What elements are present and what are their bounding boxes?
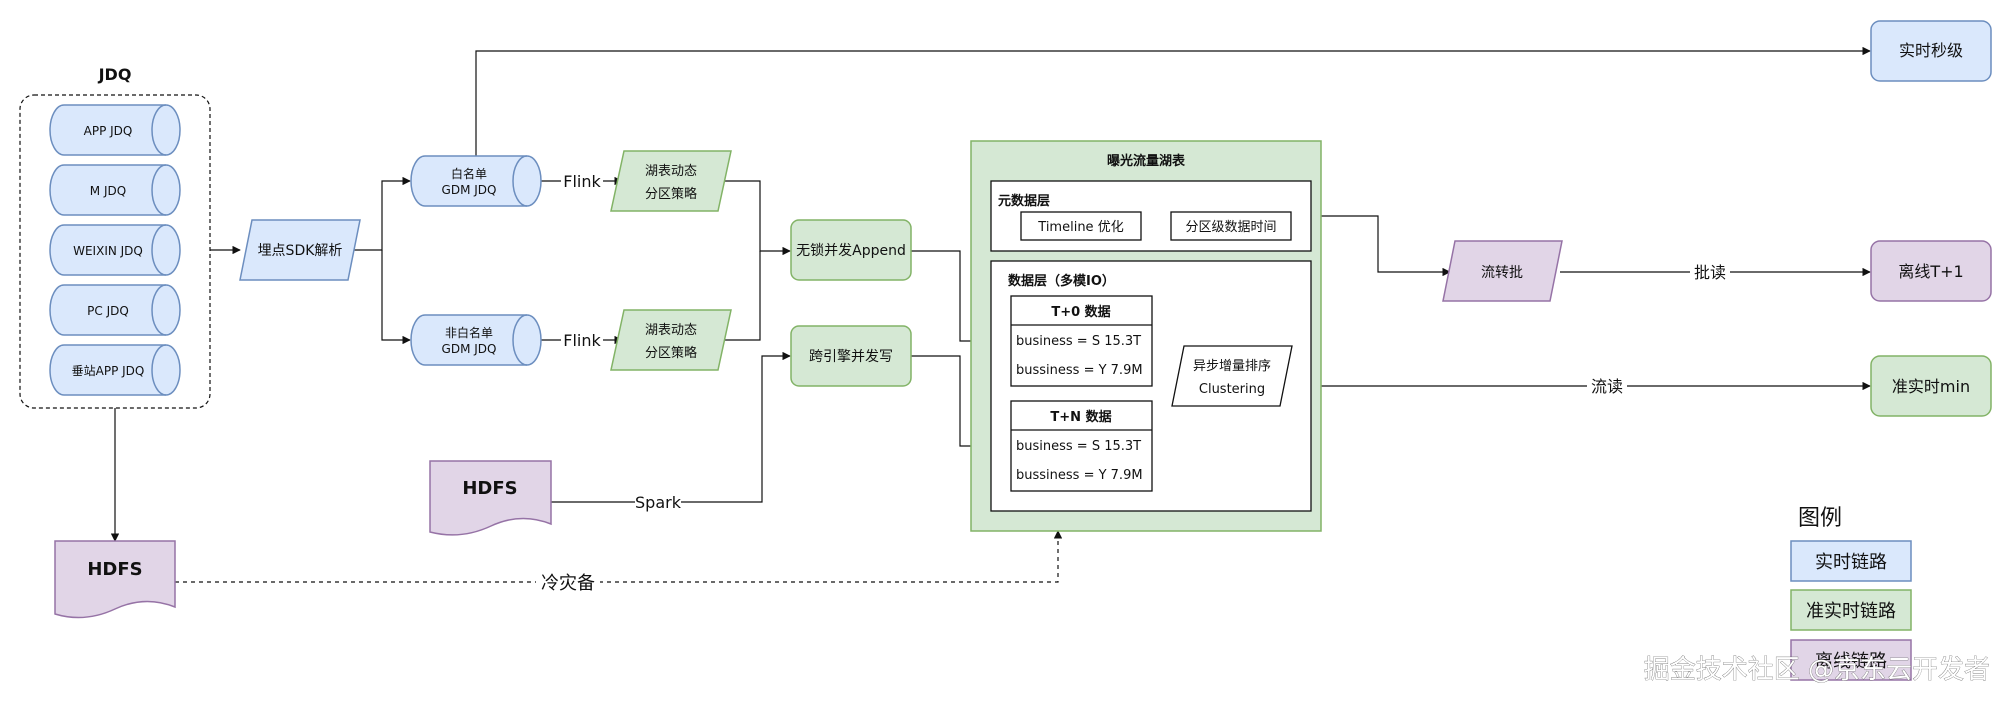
stream-to-batch-label: 流转批 bbox=[1481, 265, 1523, 281]
sdk-parse-label: 埋点SDK解析 bbox=[258, 243, 343, 259]
t0-row2: bussiness = Y 7.9M bbox=[1016, 363, 1143, 378]
partition-strategy-top-node: 湖表动态 分区策略 bbox=[610, 150, 732, 212]
tn-title: T+N 数据 bbox=[1050, 409, 1111, 425]
edge-whitelist-to-realtime bbox=[475, 46, 1871, 156]
edge-labels: Flink Flink Spark 冷灾备 批读 流读 bbox=[536, 170, 1730, 594]
label-batch-read: 批读 bbox=[1694, 263, 1726, 282]
label-stream-read: 流读 bbox=[1591, 377, 1623, 396]
jdq-cylinders: APP JDQ M JDQ WEIXIN JDQ PC JDQ 垂站APP JDQ bbox=[49, 104, 181, 396]
non-whitelist-cylinder: 非白名单 GDM JDQ bbox=[410, 314, 542, 366]
partition-bottom-line2: 分区策略 bbox=[645, 345, 697, 361]
lockfree-append-label: 无锁并发Append bbox=[796, 243, 906, 259]
timeline-label: Timeline 优化 bbox=[1037, 220, 1123, 235]
partition-time-box bbox=[1170, 211, 1292, 241]
partition-time-label: 分区级数据时间 bbox=[1185, 220, 1276, 235]
offline-label: 离线T+1 bbox=[1898, 262, 1963, 281]
legend-realtime-swatch bbox=[1790, 540, 1912, 582]
output-near-realtime: 准实时min bbox=[1870, 355, 1992, 417]
partition-top-line2: 分区策略 bbox=[645, 186, 697, 202]
lake-table-title: 曝光流量湖表 bbox=[1107, 153, 1186, 169]
partition-top-line1: 湖表动态 bbox=[645, 164, 697, 179]
legend-realtime-label: 实时链路 bbox=[1815, 552, 1887, 573]
clustering-line2: Clustering bbox=[1199, 382, 1265, 397]
jdq-cylinder-label-0: WEIXIN JDQ bbox=[73, 244, 143, 258]
jdq-group-title: JDQ bbox=[98, 65, 132, 84]
t0-title: T+0 数据 bbox=[1051, 304, 1110, 320]
partition-bottom-line1: 湖表动态 bbox=[645, 323, 697, 338]
hdfs-bottom-label: HDFS bbox=[87, 559, 142, 580]
legend-offline-label: 离线链路 bbox=[1815, 651, 1887, 672]
hdfs-bottom-node: HDFS bbox=[54, 540, 176, 619]
t0-table: T+0 数据 business = S 15.3T bussiness = Y … bbox=[1010, 295, 1153, 387]
cross-engine-write-label: 跨引擎并发写 bbox=[809, 349, 893, 365]
jdq-cylinder-label-0: 垂站APP JDQ bbox=[72, 364, 145, 378]
jdq-cylinder: WEIXIN JDQ bbox=[49, 224, 181, 276]
data-layer-title: 数据层（多模IO） bbox=[1008, 273, 1115, 289]
edge-sdk-to-nonwhitelist bbox=[381, 250, 411, 345]
legend-near-realtime-swatch bbox=[1790, 589, 1912, 631]
jdq-cylinder: M JDQ bbox=[49, 164, 181, 216]
meta-layer-title: 元数据层 bbox=[998, 193, 1050, 209]
non-whitelist-cylinder-label-1: GDM JDQ bbox=[442, 342, 497, 356]
edge-spark-to-crossengine bbox=[551, 351, 791, 503]
jdq-cylinder-label-0: APP JDQ bbox=[84, 124, 133, 138]
partition-strategy-bottom-node: 湖表动态 分区策略 bbox=[610, 309, 732, 371]
label-spark: Spark bbox=[635, 493, 682, 512]
jdq-cylinder-label-0: M JDQ bbox=[90, 184, 126, 198]
jdq-cylinder: 垂站APP JDQ bbox=[49, 344, 181, 396]
edge-meta-to-streambatch bbox=[1311, 215, 1451, 277]
edge-partition-top-to-append bbox=[720, 180, 791, 256]
jdq-group: JDQ APP JDQ M JDQ WEIXIN JDQ PC JDQ 垂站APP JD… bbox=[19, 65, 211, 409]
whitelist-cylinder-label-0: 白名单 bbox=[451, 166, 487, 181]
output-realtime-seconds: 实时秒级 bbox=[1870, 20, 1992, 82]
edge-partition-bottom-to-append bbox=[720, 251, 761, 341]
legend-offline-swatch bbox=[1790, 639, 1912, 681]
tn-table: T+N 数据 business = S 15.3T bussiness = Y … bbox=[1010, 400, 1153, 492]
clustering-node: 异步增量排序 Clustering bbox=[1171, 345, 1293, 407]
hdfs-middle-node: HDFS bbox=[429, 460, 552, 536]
label-flink-bottom: Flink bbox=[563, 331, 601, 350]
tn-row1: business = S 15.3T bbox=[1016, 439, 1141, 454]
t0-row1: business = S 15.3T bbox=[1016, 334, 1141, 349]
timeline-box bbox=[1020, 211, 1142, 241]
jdq-cylinder: APP JDQ bbox=[49, 104, 181, 156]
legend-near-realtime-label: 准实时链路 bbox=[1806, 601, 1896, 622]
non-whitelist-cylinder-label-0: 非白名单 bbox=[445, 325, 493, 340]
edge-cold-backup bbox=[175, 530, 1063, 583]
legend: 图例 实时链路 准实时链路 离线链路 bbox=[1790, 506, 1912, 681]
non-whitelist-jdq-node: 非白名单 GDM JDQ bbox=[410, 314, 542, 366]
tn-row2: bussiness = Y 7.9M bbox=[1016, 468, 1143, 483]
hdfs-middle-label: HDFS bbox=[462, 478, 517, 499]
whitelist-cylinder: 白名单 GDM JDQ bbox=[410, 155, 542, 207]
edge-sdk-to-whitelist bbox=[350, 176, 411, 251]
lake-table: 曝光流量湖表 元数据层 Timeline 优化 分区级数据时间 数据层（多模IO… bbox=[970, 140, 1322, 532]
label-cold-backup: 冷灾备 bbox=[541, 573, 595, 594]
whitelist-cylinder-label-1: GDM JDQ bbox=[442, 183, 497, 197]
label-flink-top: Flink bbox=[563, 172, 601, 191]
jdq-cylinder: PC JDQ bbox=[49, 284, 181, 336]
realtime-seconds-label: 实时秒级 bbox=[1899, 41, 1963, 60]
watermark: 掘金技术社区 @京东云开发者 bbox=[1644, 655, 1990, 685]
sdk-parse-node: 埋点SDK解析 bbox=[239, 219, 361, 281]
cross-engine-write-node: 跨引擎并发写 bbox=[790, 325, 912, 387]
clustering-line1: 异步增量排序 bbox=[1193, 359, 1271, 374]
whitelist-jdq-node: 白名单 GDM JDQ bbox=[410, 155, 542, 207]
lockfree-append-node: 无锁并发Append bbox=[790, 219, 912, 281]
output-offline: 离线T+1 bbox=[1870, 240, 1992, 302]
near-realtime-label: 准实时min bbox=[1892, 377, 1970, 396]
jdq-cylinder-label-0: PC JDQ bbox=[87, 304, 129, 318]
stream-to-batch-node: 流转批 bbox=[1442, 240, 1563, 302]
legend-title: 图例 bbox=[1798, 506, 1842, 531]
